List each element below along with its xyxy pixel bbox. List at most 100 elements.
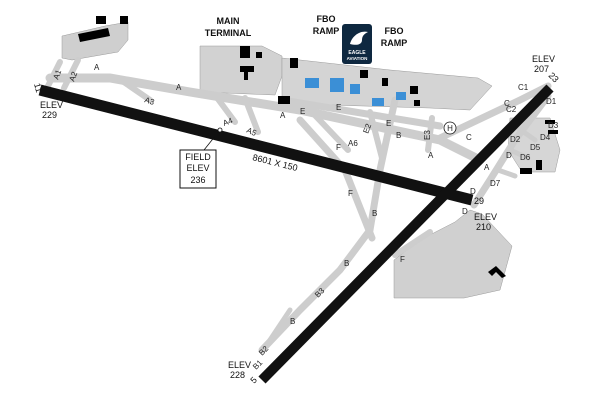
rwy5-elev-label: ELEV: [228, 360, 251, 370]
taxiway-label: C: [504, 99, 510, 108]
building: [360, 70, 368, 78]
rwy11-elev-label: ELEV: [40, 100, 63, 110]
building: [410, 86, 418, 94]
rwy29-elev-label: ELEV: [474, 212, 497, 222]
taxiway-label: D: [506, 151, 512, 160]
southeast-apron: [393, 209, 513, 299]
field-elev-line1: FIELD: [185, 152, 211, 162]
fbo-building: [396, 92, 406, 100]
building: [545, 120, 555, 124]
fbo-building: [330, 78, 344, 92]
area-labels: MAIN TERMINAL FBO RAMP FBO RAMP: [205, 14, 408, 48]
field-elevation-marker: [217, 127, 223, 133]
taxiway-label: C2: [506, 105, 517, 114]
taxiway-label: E3: [423, 130, 432, 140]
taxiway-label: F: [400, 255, 405, 264]
taxiway-b-lower: [267, 307, 293, 343]
taxiway-label: A1: [51, 68, 63, 81]
building: [278, 96, 290, 104]
helipad-label: H: [447, 124, 453, 133]
northwest-apron: [61, 21, 129, 61]
taxiway-label: D5: [530, 143, 541, 152]
fbo-ramp-left-label: RAMP: [313, 26, 340, 36]
field-elevation-box: FIELD ELEV 236: [179, 127, 223, 189]
taxiway-a4-a5: [212, 92, 261, 135]
taxiway-label: A3: [143, 95, 156, 107]
elevation-labels: ELEV 229 ELEV 207 ELEV 210 ELEV 228: [40, 54, 555, 380]
fbo-building: [350, 84, 360, 94]
building: [488, 266, 506, 278]
taxiway-label: B: [290, 317, 295, 326]
taxiway-label: F: [336, 143, 341, 152]
taxiway-labels: A1 A2 A A A3 A4 A5 A6 A E E E E2 E3 F F …: [51, 63, 558, 371]
taxiway-label: A5: [245, 126, 258, 139]
taxiway-label: D4: [540, 133, 551, 142]
eagle-aviation-logo: EAGLE AVIATION: [342, 24, 372, 64]
field-elev-value: 236: [190, 175, 205, 185]
taxiway-label: E2: [361, 122, 373, 135]
taxiway-label: B: [396, 131, 401, 140]
building: [536, 160, 542, 170]
building: [548, 130, 558, 134]
taxiway-label: A: [428, 151, 434, 160]
taxiway-label: E: [336, 103, 341, 112]
taxiway-e2: [367, 109, 385, 161]
rwy23-elev-label: ELEV: [532, 54, 555, 64]
runway-11-29: [38, 84, 474, 206]
taxiway-f-south: [392, 229, 433, 258]
taxiway-label: A6: [348, 139, 358, 148]
taxiway-label: A4: [222, 116, 235, 128]
runways: [38, 84, 554, 384]
building: [96, 16, 106, 24]
rwy11-elev-value: 229: [42, 110, 57, 120]
fbo-building: [372, 98, 384, 106]
helipad: H: [443, 121, 457, 135]
logo-text-line1: EAGLE: [348, 50, 366, 56]
building: [382, 78, 388, 86]
taxiway-label: A: [280, 111, 286, 120]
building: [290, 58, 298, 68]
taxiway-label: B: [372, 209, 377, 218]
runway-29-end-label: 29: [474, 196, 484, 206]
eagle-icon: [350, 31, 368, 45]
taxiway-c: [436, 82, 552, 142]
taxiway-label: A: [176, 83, 182, 92]
main-terminal-label: TERMINAL: [205, 28, 252, 38]
taxiway-label: D3: [548, 121, 559, 130]
taxiway-label: A2: [67, 70, 79, 83]
taxiway-label: D: [462, 207, 468, 216]
building: [520, 168, 532, 174]
taxiway-e: [278, 96, 444, 130]
building: [78, 28, 110, 42]
taxiway-e3: [425, 115, 435, 153]
taxiway-label: B: [344, 259, 349, 268]
taxiway-a6: [307, 107, 351, 153]
building: [240, 66, 254, 80]
logo-text-line2: AVIATION: [347, 56, 368, 61]
taxiway-label: E: [386, 119, 391, 128]
building: [256, 52, 262, 58]
building: [240, 46, 250, 58]
fbo-ramp-right-label: FBO: [385, 26, 404, 36]
fbo-ramp-right-label: RAMP: [381, 38, 408, 48]
taxiway-label: C1: [518, 83, 529, 92]
taxiway-label: D6: [520, 153, 531, 162]
building: [120, 16, 128, 24]
building: [414, 100, 420, 106]
fbo-highlights: [305, 78, 406, 106]
taxiway-d-spurs: [495, 125, 538, 179]
rwy29-elev-value: 210: [476, 222, 491, 232]
runway-11-end-label: 11: [32, 82, 44, 94]
taxiway-label: D2: [510, 135, 521, 144]
taxiway-label: D1: [546, 97, 557, 106]
runway-5-23: [258, 84, 554, 384]
taxiway-a1-a2: [45, 57, 81, 91]
taxiway-a3: [115, 75, 153, 103]
fbo-building: [305, 78, 319, 88]
taxiway-label: C: [466, 133, 472, 142]
helipad-icon: [443, 121, 457, 135]
rwy23-elev-value: 207: [534, 64, 549, 74]
taxiway-label: E: [300, 107, 305, 116]
